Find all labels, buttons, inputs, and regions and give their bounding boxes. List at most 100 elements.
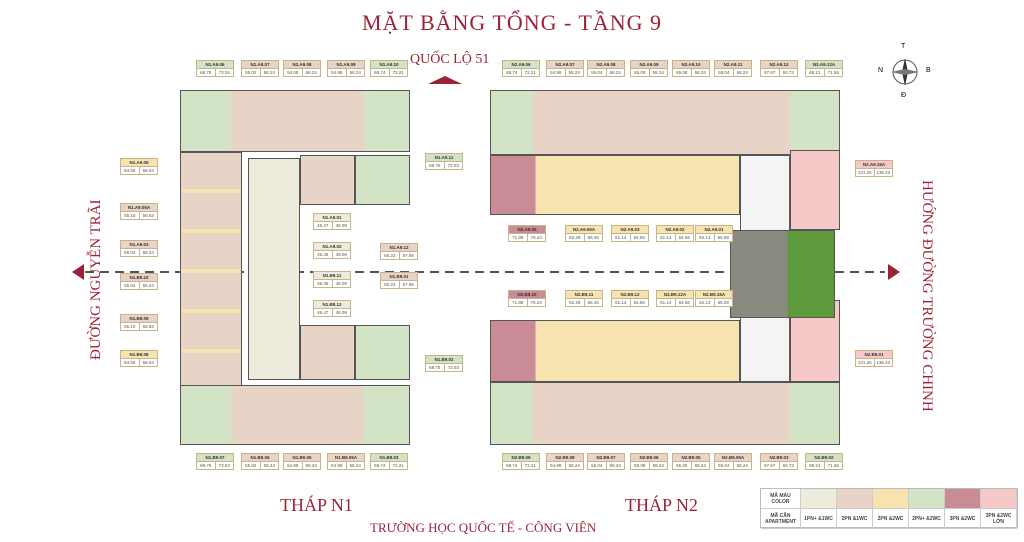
unit-area-gross: 58.24 xyxy=(259,462,279,469)
unit-area-gross: 72.03 xyxy=(443,364,463,371)
unit-area-net: 62.13 xyxy=(699,300,711,305)
unit-code: N2.B9.08 xyxy=(547,454,583,461)
north-arrow-icon xyxy=(428,76,462,84)
unit-area-gross: 64.56 xyxy=(629,234,649,241)
unit-area-gross: 73.04 xyxy=(214,69,234,76)
unit-code: N2.B9.01 xyxy=(856,351,892,358)
unit-area-gross: 73.04 xyxy=(214,462,234,469)
unit-area-net: 55.10 xyxy=(124,324,136,329)
unit-code: N1.B9.01 xyxy=(381,273,417,280)
unit-code: N2.A9.08 xyxy=(588,61,624,68)
unit-area-net: 61.14 xyxy=(660,300,672,305)
legend-color-label: MÃ MÀU COLOR xyxy=(761,489,801,509)
unit-area-gross: 48.09 xyxy=(331,280,351,287)
unit-area-net: 55.08 xyxy=(634,463,646,468)
unit-code: N1.A9.03 xyxy=(121,241,157,248)
legend-code: 2PN+ &2WC xyxy=(909,509,945,529)
unit-area-net: 64.06 xyxy=(124,360,136,365)
unit-area-net: 55.04 xyxy=(718,70,730,75)
unit-code: N2.A9.11 xyxy=(715,61,751,68)
unit-code: N2.A9.09 xyxy=(631,61,667,68)
unit-area-gross: 60.73 xyxy=(778,462,798,469)
unit-area-gross: 58.24 xyxy=(648,462,668,469)
unit-area-gross: 58.24 xyxy=(648,69,668,76)
road-west: ĐƯỜNG NGUYỄN TRÃI xyxy=(88,199,104,360)
unit-area-net: 46.47 xyxy=(317,223,329,228)
unit-area-net: 61.14 xyxy=(615,235,627,240)
unit-area-gross: 75.24 xyxy=(526,234,546,241)
unit-code: N1.B9.10 xyxy=(121,274,157,281)
unit-area-net: 55.23 xyxy=(384,282,396,287)
unit-area-net: 68.75 xyxy=(429,163,441,168)
n2-inner-north-band xyxy=(490,155,740,215)
unit-code: N2.A9.05A xyxy=(566,226,602,233)
unit-area-gross: 136.43 xyxy=(873,169,893,176)
unit-area-gross: 58.24 xyxy=(564,69,584,76)
n1-west-wing xyxy=(180,152,242,387)
unit-area-gross: 65.09 xyxy=(713,299,733,306)
unit-area-gross: 64.56 xyxy=(674,299,694,306)
legend: MÃ MÀU COLOR MÃ CĂN APARTMENT 1PN+ &1WC … xyxy=(760,488,1018,529)
compass-west: N xyxy=(878,67,884,74)
unit-area-net: 54.08 xyxy=(287,70,299,75)
unit-area-gross: 64.56 xyxy=(629,299,649,306)
unit-code: N2.A9.10 xyxy=(673,61,709,68)
unit-code: N1.B9.12 xyxy=(314,301,350,308)
unit-area-gross: 58.24 xyxy=(138,282,158,289)
unit-area-gross: 58.63 xyxy=(138,212,158,219)
unit-code: N1.A9.10 xyxy=(371,61,407,68)
unit-code: N2.A9.03 xyxy=(612,226,648,233)
unit-code: N2.B9.11 xyxy=(566,291,602,298)
road-east: HƯỚNG ĐƯỜNG TRƯỜNG CHINH xyxy=(919,180,935,412)
unit-area-net: 54.98 xyxy=(287,463,299,468)
unit-area-net: 61.14 xyxy=(615,300,627,305)
unit-area-net: 57.67 xyxy=(764,70,776,75)
unit-code: N2.A9.15A xyxy=(856,161,892,168)
unit-code: N2.B9.06 xyxy=(631,454,667,461)
unit-code: N2.A9.05 xyxy=(509,226,545,233)
unit-area-net: 62.13 xyxy=(699,235,711,240)
unit-area-gross: 65.09 xyxy=(713,234,733,241)
unit-code: N2.B9.12 xyxy=(612,291,648,298)
unit-area-gross: 58.24 xyxy=(605,462,625,469)
unit-code: N1.A9.05 xyxy=(121,159,157,166)
unit-area-gross: 58.24 xyxy=(345,69,365,76)
unit-code: N1.A9.12 xyxy=(381,244,417,251)
compass-south: Đ xyxy=(901,92,907,99)
unit-area-net: 68.74 xyxy=(506,70,518,75)
